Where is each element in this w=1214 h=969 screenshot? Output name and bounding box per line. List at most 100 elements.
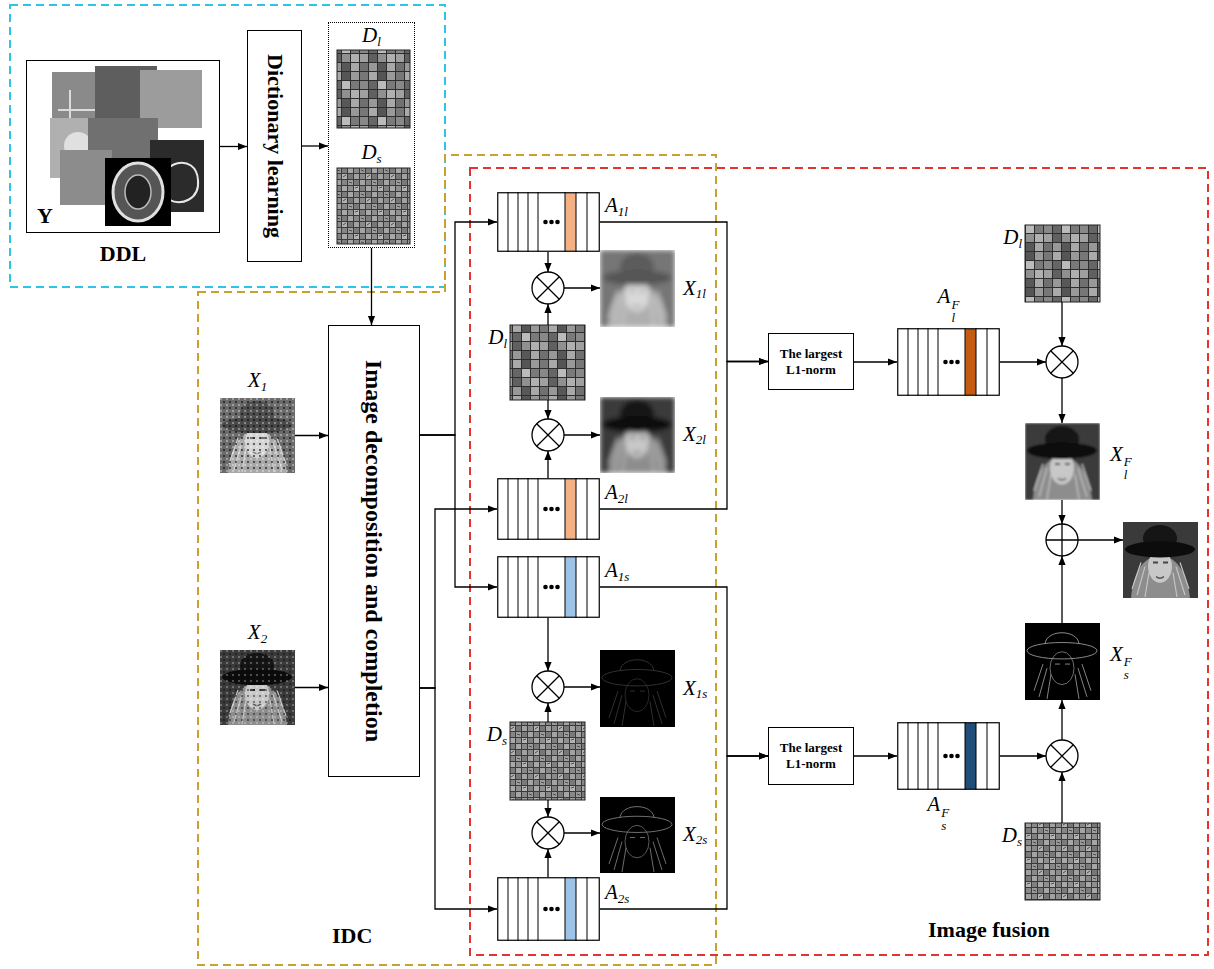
- cell-divider: [565, 192, 566, 252]
- math-label: Ds: [361, 141, 381, 166]
- subscript: 1s: [696, 686, 708, 701]
- coefficient-vector: AFs: [897, 722, 1000, 790]
- ellipsis-dot: [943, 360, 948, 365]
- connector-arrow: [600, 756, 768, 909]
- cell-divider: [587, 478, 588, 540]
- source-image-part: [600, 797, 675, 873]
- math-label: Dl: [488, 326, 507, 351]
- image-node: XFs: [1025, 623, 1100, 700]
- add-symbol: [1046, 524, 1078, 556]
- cell-divider: [987, 328, 988, 396]
- image-node: X2s: [600, 797, 675, 873]
- source-image-part-part: [220, 398, 295, 473]
- highlighted-cell: [565, 557, 576, 617]
- source-image-part: [600, 397, 675, 473]
- source-image-part: [1025, 423, 1100, 500]
- layout-arrow-part: [547, 451, 548, 478]
- ellipsis-dot: [543, 507, 548, 512]
- cell-divider: [518, 478, 519, 540]
- superscript: F: [941, 806, 949, 819]
- multiply-symbol-part: [537, 277, 560, 300]
- highlighted-cell: [565, 193, 576, 251]
- connector-arrow: [600, 222, 768, 362]
- multiply-symbol-part: [537, 424, 560, 447]
- training-image-collage-part: [60, 150, 112, 205]
- dictionary-image-part: [337, 50, 410, 128]
- vector-cells: [497, 192, 600, 252]
- source-image-part-part: [600, 250, 675, 327]
- math-label: A1l: [605, 194, 628, 219]
- cell-divider: [518, 556, 519, 618]
- ellipsis-dot: [943, 754, 948, 759]
- dictionary-node: Dl: [1025, 225, 1100, 302]
- subscript: s: [1017, 834, 1022, 849]
- connector-arrow: [220, 146, 247, 147]
- ellipsis-dot: [549, 220, 554, 225]
- source-image-part: [220, 650, 295, 725]
- cell-divider: [538, 478, 539, 540]
- cell-divider: [918, 722, 919, 790]
- multiply-symbol-part: [537, 822, 560, 845]
- vector-outline: [498, 878, 600, 941]
- ellipsis-dot: [949, 360, 954, 365]
- vector-outline: [898, 329, 1000, 396]
- source-image: [220, 250, 1198, 873]
- cell-divider: [908, 722, 909, 790]
- coefficient-vector: A1s: [497, 556, 600, 618]
- math-label: Dl: [362, 24, 381, 49]
- math-label: AFs: [927, 793, 949, 832]
- superscript: F: [1124, 655, 1132, 668]
- layout-arrow-part: [1061, 556, 1062, 623]
- ellipsis-dot: [955, 360, 960, 365]
- coefficient-vector: AFl: [897, 328, 1000, 396]
- vector-cells: [497, 556, 600, 618]
- source-image-part-part: [602, 660, 672, 726]
- box-title: The largest L1-norm: [772, 346, 850, 377]
- subscript: 1s: [618, 569, 630, 584]
- ellipsis-dot: [543, 220, 548, 225]
- connector-arrow: [420, 222, 497, 435]
- source-image-part-part: [220, 398, 295, 473]
- vector-cells: [497, 877, 600, 941]
- fused-image-part: [1123, 522, 1198, 598]
- image-node: X2: [220, 650, 295, 725]
- dictionary-node: Ds: [510, 722, 585, 800]
- source-image-part: [600, 650, 675, 727]
- subscript: 2s: [618, 891, 630, 906]
- ellipsis-dot: [549, 507, 554, 512]
- subscript: l: [951, 311, 959, 324]
- connector-arrow: [371, 248, 372, 325]
- cell-divider: [528, 478, 529, 540]
- cell-divider: [587, 877, 588, 941]
- coefficient-vector: A2s: [497, 877, 600, 941]
- ellipsis-dot: [949, 754, 954, 759]
- math-label: XFl: [1110, 442, 1132, 481]
- source-image-part-part: [220, 650, 295, 725]
- fusion-region: [470, 168, 1208, 955]
- subscript: s: [1124, 668, 1132, 681]
- subscript: 1l: [618, 204, 628, 219]
- highlighted-cell: [965, 329, 976, 395]
- subscript: 2s: [696, 832, 708, 847]
- cell-divider: [518, 877, 519, 941]
- multiply-symbol-part: [1051, 745, 1074, 768]
- source-image-part-part: [600, 250, 675, 327]
- cell-divider: [538, 877, 539, 941]
- ellipsis-dot: [555, 507, 560, 512]
- subscript: 2l: [696, 432, 706, 447]
- layout-arrow-part: [1061, 700, 1062, 740]
- source-image-part-part: [220, 650, 295, 725]
- box-title: The largest L1-norm: [772, 740, 850, 771]
- highlighted-cell: [565, 878, 576, 940]
- ellipsis-dot: [543, 907, 548, 912]
- ellipsis-dot: [549, 907, 554, 912]
- layout-arrow-part: [1000, 755, 1046, 756]
- layout-arrow-part: [1078, 539, 1123, 540]
- region-label: IDC: [332, 924, 372, 948]
- math-label: XFs: [1110, 642, 1132, 681]
- math-index: Fs: [1124, 655, 1132, 681]
- vector-outline: [898, 723, 1000, 790]
- multiply-symbol-part: [532, 817, 564, 849]
- cell-divider: [508, 877, 509, 941]
